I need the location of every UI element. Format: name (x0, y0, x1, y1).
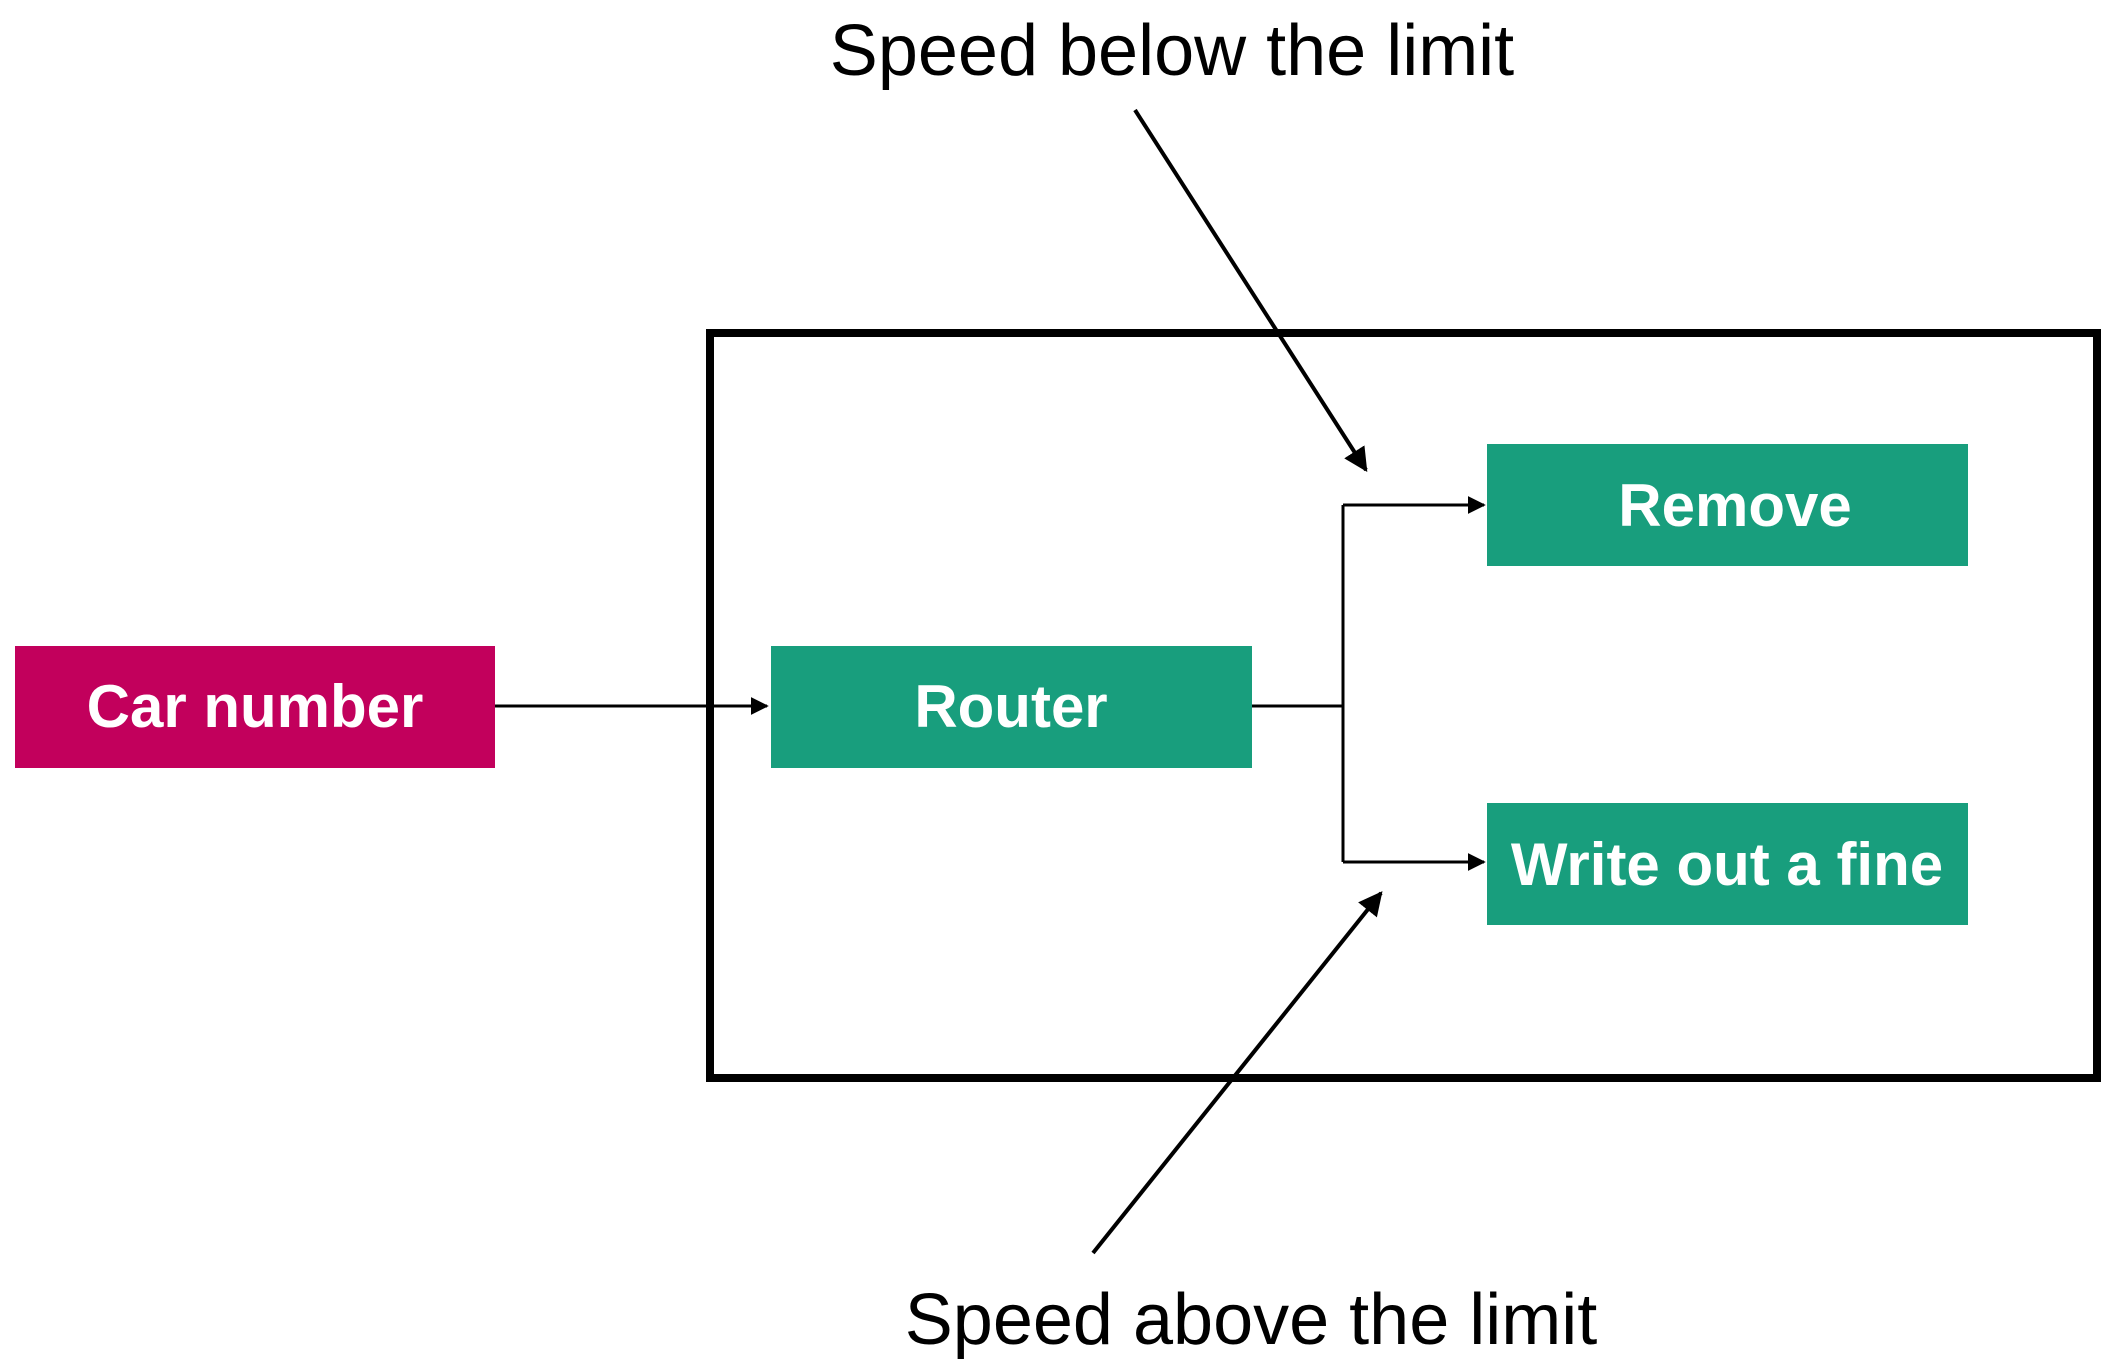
node-write-fine-box (1487, 803, 1968, 925)
node-write-fine-label: Write out a fine (1511, 831, 1943, 898)
annotation-above-limit: Speed above the limit (905, 1280, 1597, 1360)
annotation-above-limit-arrow (1091, 891, 1383, 1255)
node-write-fine[interactable]: Write out a fine (1487, 803, 1968, 925)
node-router[interactable]: Router (771, 646, 1252, 768)
node-car-number-label: Car number (87, 673, 424, 740)
node-router-box (771, 646, 1252, 768)
annotation-below-limit-arrow (1133, 108, 1368, 473)
node-remove-label: Remove (1618, 472, 1851, 539)
connector-router-branch (1252, 505, 1345, 862)
node-remove-box (1487, 444, 1968, 566)
node-router-label: Router (914, 673, 1107, 740)
node-remove[interactable]: Remove (1487, 444, 1968, 566)
node-car-number-box (15, 646, 495, 768)
node-car-number[interactable]: Car number (15, 646, 495, 768)
annotation-below-limit: Speed below the limit (830, 11, 1514, 91)
